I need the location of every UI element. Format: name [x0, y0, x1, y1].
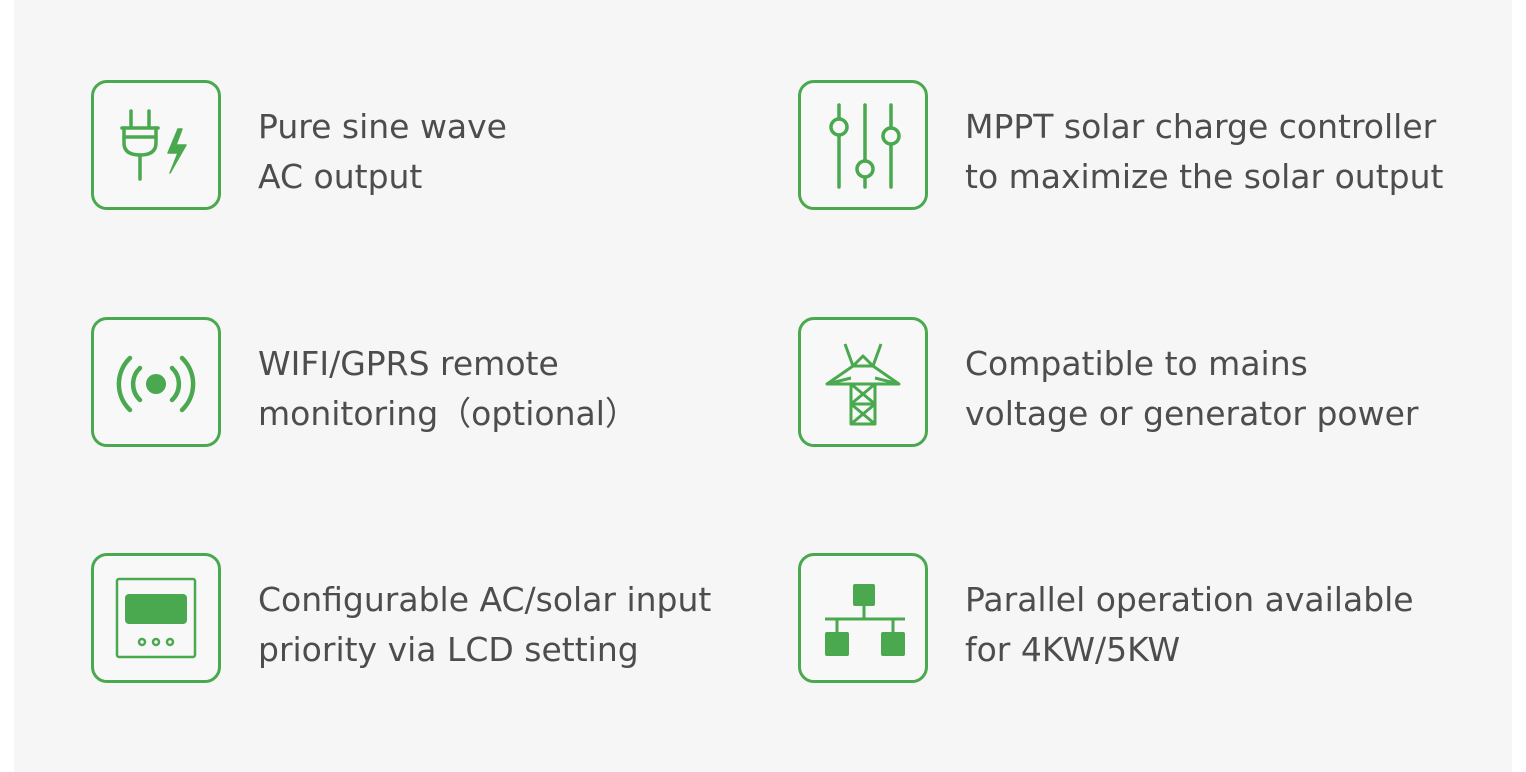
feature-line: Compatible to mains — [965, 344, 1308, 383]
feature-line: voltage or generator power — [965, 394, 1419, 433]
lcd-display-icon — [91, 553, 221, 683]
feature-line: monitoring（optional） — [258, 394, 638, 433]
feature-line: Pure sine wave — [258, 107, 507, 146]
feature-line: to maximize the solar output — [965, 157, 1444, 196]
feature-line: AC output — [258, 157, 423, 196]
feature-text: Parallel operation available for 4KW/5KW — [965, 575, 1414, 675]
wireless-signal-icon — [91, 317, 221, 447]
power-tower-icon — [798, 317, 928, 447]
feature-text: Compatible to mains voltage or generator… — [965, 339, 1418, 439]
feature-text: MPPT solar charge controller to maximize… — [965, 102, 1443, 202]
plug-lightning-icon — [91, 80, 221, 210]
feature-line: MPPT solar charge controller — [965, 107, 1437, 146]
feature-line: WIFI/GPRS remote — [258, 344, 559, 383]
sliders-icon — [798, 80, 928, 210]
feature-text: WIFI/GPRS remote monitoring（optional） — [258, 339, 638, 439]
feature-line: priority via LCD setting — [258, 630, 639, 669]
feature-line: Parallel operation available — [965, 580, 1414, 619]
feature-line: for 4KW/5KW — [965, 630, 1181, 669]
features-panel: Pure sine wave AC output MPPT solar char… — [14, 0, 1512, 772]
feature-line: Configurable AC/solar input — [258, 580, 712, 619]
network-hierarchy-icon — [798, 553, 928, 683]
feature-text: Configurable AC/solar input priority via… — [258, 575, 711, 675]
feature-text: Pure sine wave AC output — [258, 102, 507, 202]
